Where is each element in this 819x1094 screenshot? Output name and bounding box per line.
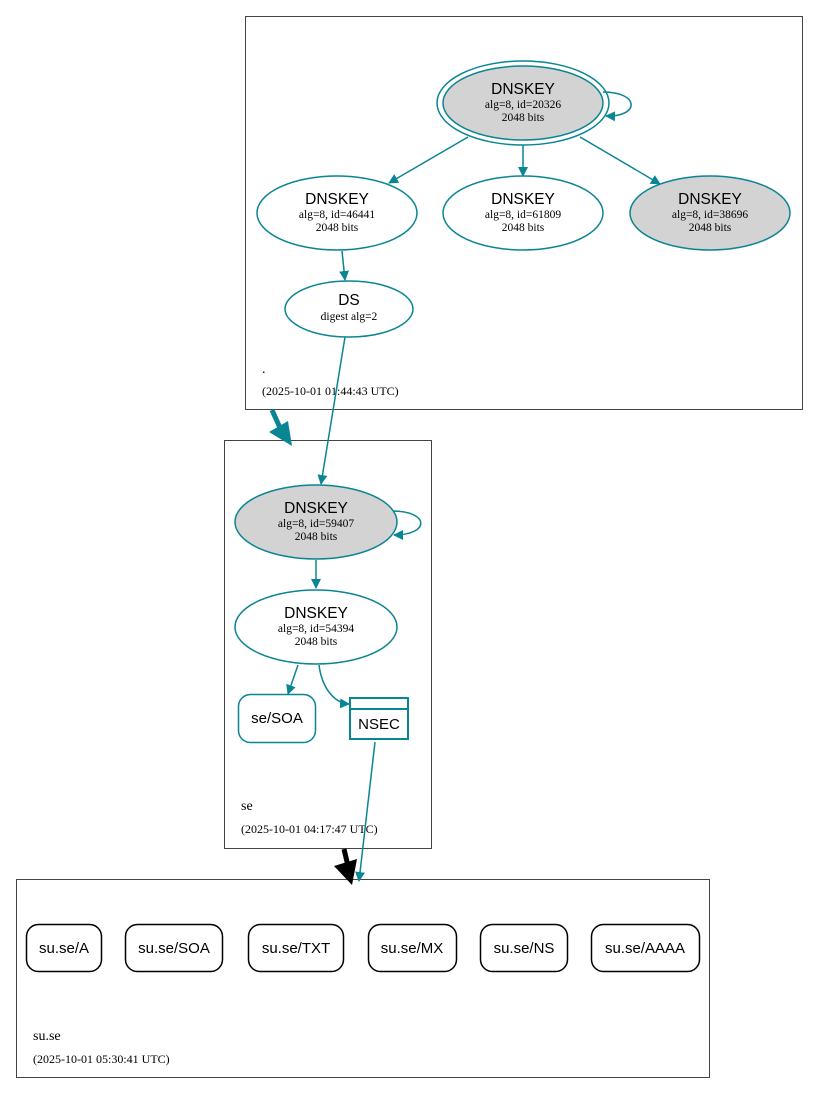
edge-ds-to-se-ksk [317,336,346,485]
svg-text:su.se/SOA: su.se/SOA [138,940,210,957]
svg-text:su.se/TXT: su.se/TXT [262,940,330,957]
node-root-ksk-bits: 2048 bits [502,112,545,124]
svg-text:su.se/NS: su.se/NS [494,940,555,957]
node-ds-detail: digest alg=2 [321,311,378,323]
node-root-ds: DS digest alg=2 [284,280,414,338]
node-root-ksk: DNSKEY alg=8, id=20326 2048 bits [436,60,610,146]
zone-su-se-name: su.se [33,1029,61,1044]
node-38696-type: DNSKEY [678,191,742,208]
node-se-zsk: DNSKEY alg=8, id=54394 2048 bits [234,589,398,665]
zone-root-name: . [262,362,266,377]
rrset-su-se-mx: su.se/MX [367,923,458,973]
node-59407-bits: 2048 bits [295,531,338,543]
node-root-zsk-61809: DNSKEY alg=8, id=61809 2048 bits [442,175,604,251]
zone-se-timestamp: (2025-10-01 04:17:47 UTC) [241,822,378,836]
node-46441-bits: 2048 bits [316,222,359,234]
zone-su-se: su.se (2025-10-01 05:30:41 UTC) [16,879,710,1078]
rrset-su-se-aaaa: su.se/AAAA [590,923,701,973]
edges [286,91,661,882]
edge-ksk-to-38696 [579,136,661,185]
node-root-ksk-detail: alg=8, id=20326 [485,99,561,111]
node-root-ksk-type: DNSKEY [491,81,555,98]
node-59407-detail: alg=8, id=59407 [278,518,354,530]
svg-text:su.se/A: su.se/A [39,940,89,957]
rrset-su-se-a: su.se/A [25,923,103,973]
edge-se-zsk-to-soa [286,664,299,695]
node-46441-type: DNSKEY [305,191,369,208]
node-se-nsec: NSEC [349,697,409,740]
zone-root-box [245,16,803,410]
edge-se-ksk-self [391,510,422,540]
node-root-key-38696: DNSKEY alg=8, id=38696 2048 bits [629,175,791,251]
zone-root: . (2025-10-01 01:44:43 UTC) [245,16,803,410]
zone-se-name: se [241,799,253,814]
zone-su-se-box [16,879,710,1078]
node-59407-type: DNSKEY [284,500,348,517]
rrset-su-se-ns: su.se/NS [479,923,569,973]
edge-se-zsk-to-nsec [318,664,350,709]
rrset-su-se-soa: su.se/SOA [124,923,224,973]
zone-root-timestamp: (2025-10-01 01:44:43 UTC) [262,384,399,398]
node-46441-detail: alg=8, id=46441 [299,209,375,221]
node-se-ksk: DNSKEY alg=8, id=59407 2048 bits [234,484,398,560]
zone-su-se-timestamp: (2025-10-01 05:30:41 UTC) [33,1052,170,1066]
svg-text:su.se/AAAA: su.se/AAAA [605,940,685,957]
node-se-soa: se/SOA [237,693,317,744]
delegation-se-to-su-se [334,848,357,885]
node-54394-detail: alg=8, id=54394 [278,623,354,635]
node-54394-bits: 2048 bits [295,636,338,648]
edge-ksk-to-46441 [388,136,469,184]
node-se-soa-label: se/SOA [251,710,303,727]
rrset-su-se-txt: su.se/TXT [247,923,345,973]
svg-text:su.se/MX: su.se/MX [381,940,444,957]
edge-ksk-self [602,91,632,122]
node-ds-type: DS [338,292,360,309]
node-38696-detail: alg=8, id=38696 [672,209,748,221]
node-61809-detail: alg=8, id=61809 [485,209,561,221]
node-root-zsk-46441: DNSKEY alg=8, id=46441 2048 bits [256,175,418,251]
edge-nsec-to-su-se [355,741,376,882]
edge-46441-to-ds [339,250,350,281]
node-61809-bits: 2048 bits [502,222,545,234]
node-38696-bits: 2048 bits [689,222,732,234]
delegation-root-to-se [269,408,292,446]
node-se-nsec-label: NSEC [358,716,400,733]
node-61809-type: DNSKEY [491,191,555,208]
node-54394-type: DNSKEY [284,605,348,622]
